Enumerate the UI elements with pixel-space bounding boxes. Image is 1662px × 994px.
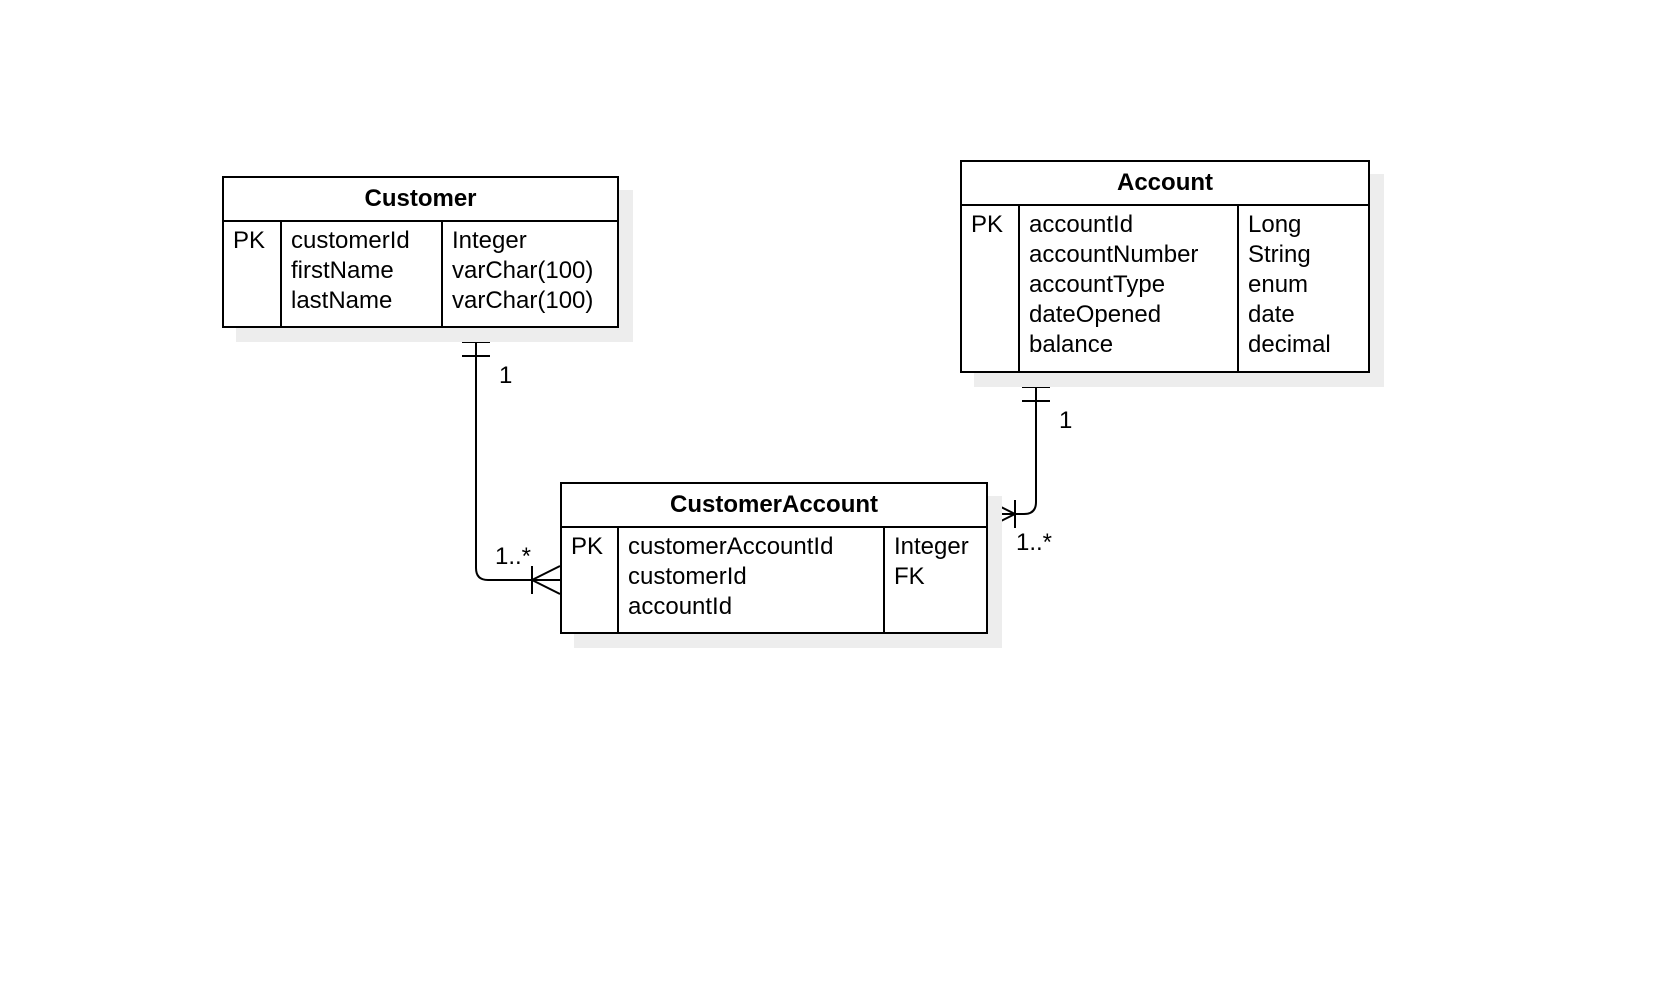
field-name: accountId — [1029, 211, 1134, 238]
relationship-customer-customeraccount — [462, 328, 561, 595]
field-name: accountType — [1029, 271, 1166, 298]
field-name-column: customerId firstName lastName — [282, 222, 443, 326]
entity-title: CustomerAccount — [562, 484, 986, 528]
field-name: lastName — [291, 287, 393, 314]
crowfoot-marker — [531, 579, 561, 595]
pk-label: PK — [571, 533, 604, 560]
field-type-column: Integer FK — [885, 528, 986, 632]
pk-label: PK — [233, 227, 266, 254]
crowfoot-marker — [986, 499, 1016, 515]
field-type: FK — [894, 563, 925, 590]
key-column: PK — [224, 222, 282, 326]
field-name: customerAccountId — [628, 533, 834, 560]
entity-customer[interactable]: Customer PK customerId firstName lastNam… — [222, 176, 619, 328]
field-type-column: Long String enum date decimal — [1239, 206, 1368, 371]
field-type: varChar(100) — [452, 257, 594, 284]
field-name: firstName — [291, 257, 394, 284]
field-name: accountId — [628, 593, 733, 620]
field-type: enum — [1248, 271, 1309, 298]
crowfoot-marker — [986, 513, 1016, 529]
field-type: Integer — [452, 227, 527, 254]
cardinality-label: 1..* — [495, 543, 532, 570]
field-type: varChar(100) — [452, 287, 594, 314]
field-name: accountNumber — [1029, 241, 1199, 268]
entity-title: Account — [962, 162, 1368, 206]
field-type-column: Integer varChar(100) varChar(100) — [443, 222, 617, 326]
pk-label: PK — [971, 211, 1004, 238]
cardinality-label: 1..* — [1016, 529, 1053, 556]
field-type: date — [1248, 301, 1295, 328]
crowfoot-marker — [531, 565, 561, 581]
field-type: Long — [1248, 211, 1302, 238]
field-name: dateOpened — [1029, 301, 1162, 328]
key-column: PK — [962, 206, 1020, 371]
connector-line — [475, 328, 560, 581]
cardinality-label: 1 — [1059, 407, 1073, 434]
entity-customeraccount[interactable]: CustomerAccount PK customerAccountId cus… — [560, 482, 988, 634]
field-name-column: customerAccountId customerId accountId — [619, 528, 885, 632]
relationship-account-customeraccount — [986, 373, 1050, 529]
connector-line — [987, 373, 1037, 515]
field-name: customerId — [628, 563, 747, 590]
field-type: decimal — [1248, 331, 1331, 358]
cardinality-label: 1 — [499, 362, 513, 389]
entity-account[interactable]: Account PK accountId accountNumber accou… — [960, 160, 1370, 373]
field-name-column: accountId accountNumber accountType date… — [1020, 206, 1239, 371]
field-name: customerId — [291, 227, 410, 254]
field-name: balance — [1029, 331, 1114, 358]
entity-title: Customer — [224, 178, 617, 222]
field-type: String — [1248, 241, 1311, 268]
key-column: PK — [562, 528, 619, 632]
field-type: Integer — [894, 533, 969, 560]
